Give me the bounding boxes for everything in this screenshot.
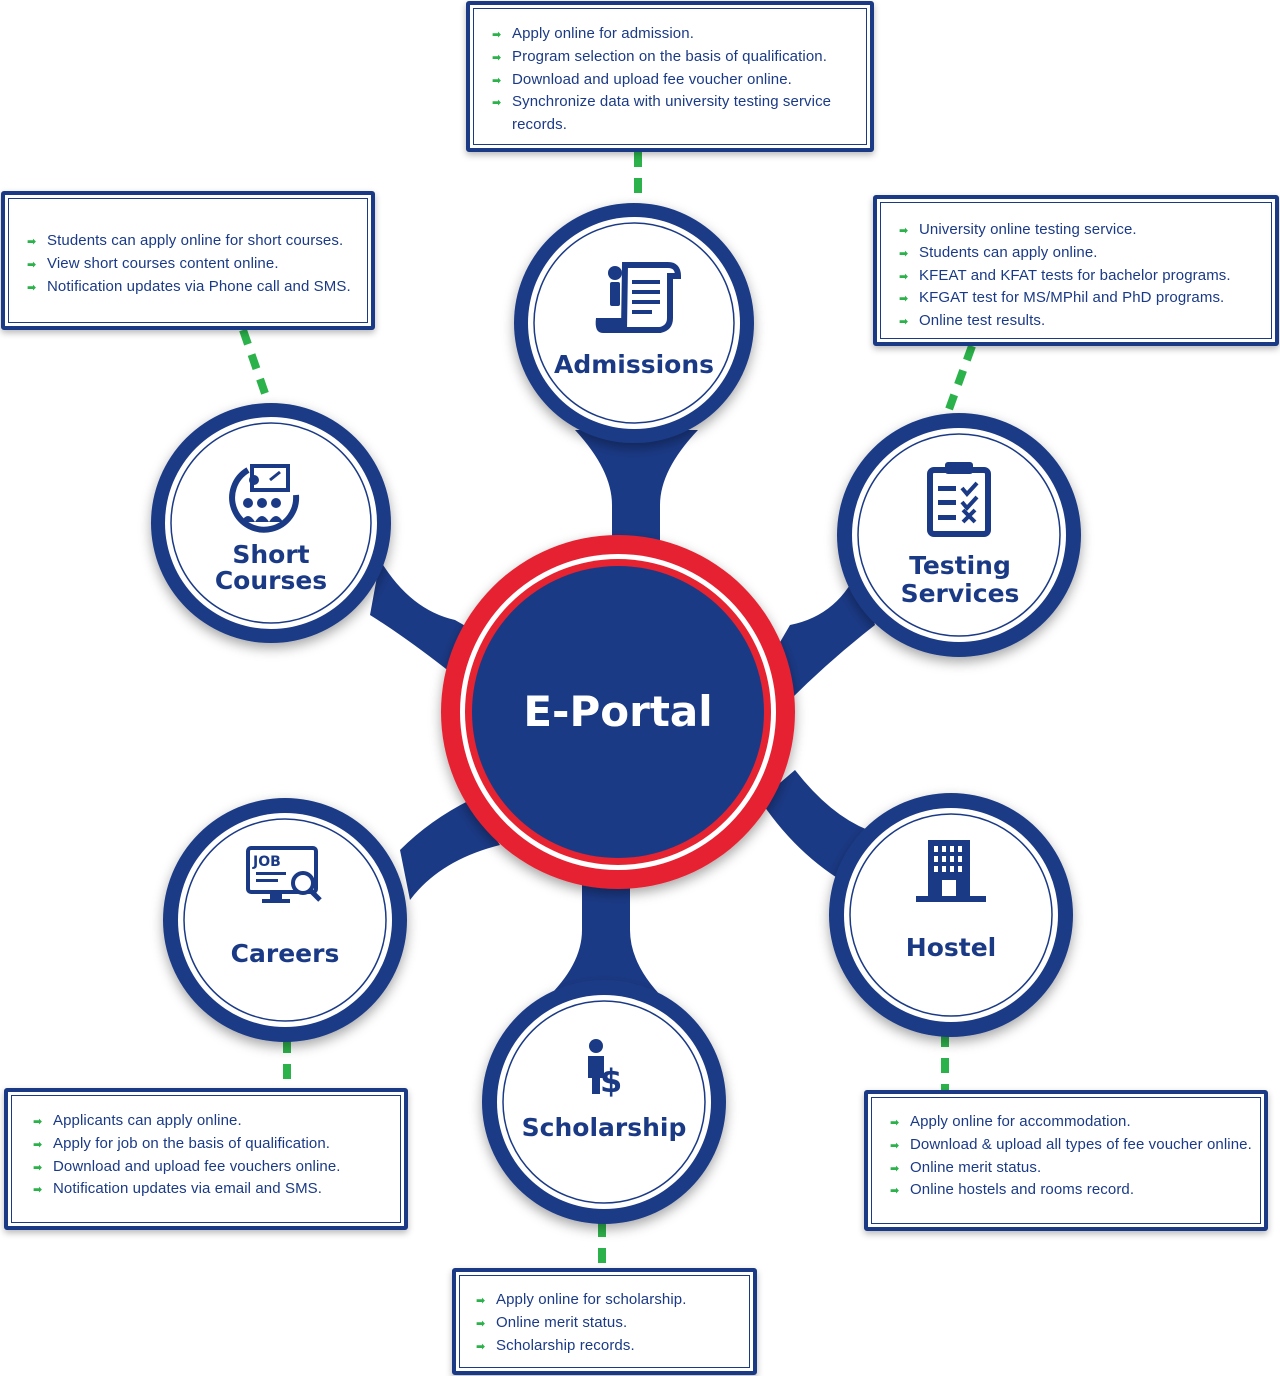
list-item: ➡KFGAT test for MS/MPhil and PhD program… [899, 287, 1265, 310]
arrow-icon: ➡ [27, 258, 37, 271]
list-item: ➡Apply online for accommodation. [890, 1111, 1256, 1134]
clipboard-checklist-icon [927, 462, 991, 537]
node-label-scholarship: Scholarship [521, 1113, 687, 1142]
list-item: ➡Apply online for admission. [492, 23, 860, 46]
node-label-testing-line1: Testing [909, 551, 1011, 580]
node-label-short-courses-line1: Short [232, 540, 310, 569]
list-item: ➡Applicants can apply online. [33, 1110, 394, 1133]
node-label-short-courses-line2: Courses [214, 566, 328, 595]
arrow-icon: ➡ [476, 1340, 486, 1353]
center-label: E-Portal [523, 687, 713, 736]
node-careers[interactable] [163, 798, 407, 1042]
center-hub[interactable] [441, 535, 795, 889]
list-item: ➡Online test results. [899, 310, 1265, 333]
info-box-testing-services: ➡University online testing service. ➡Stu… [873, 195, 1279, 346]
building-icon [916, 840, 986, 902]
node-label-careers: Careers [230, 939, 340, 968]
arrow-icon: ➡ [476, 1317, 486, 1330]
arrow-icon: ➡ [890, 1139, 900, 1152]
person-dollar-icon: $ [588, 1039, 622, 1100]
list-item: ➡Apply online for scholarship. [476, 1289, 745, 1312]
arrow-icon: ➡ [27, 236, 37, 248]
list-item: ➡Download and upload fee voucher online. [492, 69, 860, 92]
arm-hostel [760, 770, 868, 890]
svg-text:$: $ [600, 1062, 622, 1100]
list-item: ➡View short courses content online. [27, 253, 363, 276]
arrow-icon: ➡ [890, 1117, 900, 1129]
arrow-icon: ➡ [33, 1161, 43, 1174]
node-admissions[interactable] [514, 203, 754, 443]
node-label-admissions: Admissions [553, 350, 715, 379]
info-box-scholarship: ➡Apply online for scholarship. ➡Online m… [452, 1268, 757, 1375]
connector-short-courses [239, 328, 272, 404]
arrow-icon: ➡ [890, 1185, 900, 1198]
arrow-icon: ➡ [492, 74, 502, 87]
list-item: ➡Online merit status. [476, 1312, 745, 1335]
arrow-icon: ➡ [27, 281, 37, 294]
info-box-hostel: ➡Apply online for accommodation. ➡Downlo… [864, 1090, 1268, 1231]
list-item: ➡Program selection on the basis of quali… [492, 46, 860, 69]
arrow-icon: ➡ [899, 225, 909, 237]
classroom-presentation-icon [229, 464, 300, 533]
list-item: ➡Online merit status. [890, 1157, 1256, 1180]
node-label-testing-line2: Services [900, 579, 1020, 608]
list-item: ➡Synchronize data with university testin… [492, 91, 860, 114]
arm-careers [400, 800, 500, 900]
list-item: ➡Download and upload fee vouchers online… [33, 1156, 394, 1179]
arrow-icon: ➡ [33, 1184, 43, 1197]
list-item: ➡Students can apply online for short cou… [27, 230, 363, 253]
arrow-icon: ➡ [33, 1138, 43, 1151]
list-item: ➡Students can apply online. [899, 242, 1265, 265]
arrow-icon: ➡ [492, 29, 502, 41]
arrow-icon: ➡ [492, 51, 502, 64]
arrow-icon: ➡ [899, 316, 909, 329]
arrow-icon: ➡ [899, 270, 909, 283]
arrow-icon: ➡ [476, 1295, 486, 1307]
node-scholarship[interactable] [482, 980, 726, 1224]
list-item: ➡Notification updates via email and SMS. [33, 1178, 394, 1201]
list-item: ➡Notification updates via Phone call and… [27, 276, 363, 299]
job-search-icon: JOB [246, 846, 322, 903]
node-hostel[interactable] [829, 793, 1073, 1037]
svg-text:JOB: JOB [252, 854, 281, 870]
list-item: ➡KFEAT and KFAT tests for bachelor progr… [899, 265, 1265, 288]
arrow-icon: ➡ [890, 1162, 900, 1175]
list-item: ➡Online hostels and rooms record. [890, 1179, 1256, 1202]
info-box-careers: ➡Applicants can apply online. ➡Apply for… [4, 1088, 408, 1230]
arm-admissions [575, 430, 698, 580]
list-item: ➡University online testing service. [899, 219, 1265, 242]
node-short-courses[interactable] [151, 403, 391, 643]
arm-scholarship [545, 870, 665, 1000]
arrow-icon: ➡ [33, 1116, 43, 1128]
arm-testing [765, 565, 875, 700]
list-item: ➡Apply for job on the basis of qualifica… [33, 1133, 394, 1156]
info-box-admissions: ➡Apply online for admission. ➡Program se… [466, 1, 874, 152]
list-item-continued: records. [512, 116, 567, 134]
hub-arms [370, 430, 875, 1000]
node-label-hostel: Hostel [905, 933, 997, 962]
list-item: ➡Scholarship records. [476, 1335, 745, 1358]
list-item: ➡Download & upload all types of fee vouc… [890, 1134, 1256, 1157]
arrow-icon: ➡ [492, 97, 502, 110]
arrow-icon: ➡ [899, 293, 909, 306]
connector-testing [944, 344, 976, 414]
arrow-icon: ➡ [899, 247, 909, 260]
info-box-short-courses: ➡Students can apply online for short cou… [1, 191, 375, 330]
admission-scroll-icon [595, 262, 682, 333]
